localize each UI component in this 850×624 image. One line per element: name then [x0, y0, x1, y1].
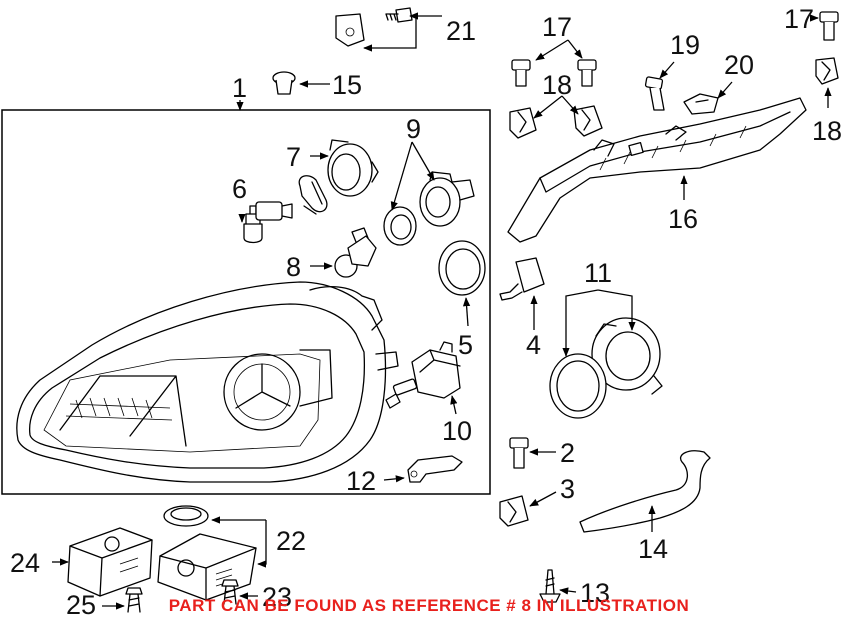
callout-2: 2 — [560, 438, 575, 468]
hose-14 — [579, 450, 711, 533]
callout-22: 22 — [276, 526, 306, 556]
callout-21: 21 — [446, 16, 476, 46]
callout-24: 24 — [10, 548, 40, 578]
mounting-bracket-16 — [507, 97, 807, 243]
bulb-6 — [243, 201, 293, 244]
callout-23: 23 — [262, 582, 292, 612]
callout-6: 6 — [232, 174, 247, 204]
callout-16: 16 — [668, 204, 698, 234]
seal-11 — [549, 353, 607, 419]
callout-4: 4 — [526, 330, 541, 360]
callout-18b: 18 — [812, 116, 842, 146]
screw-25 — [125, 587, 143, 613]
control-module-22 — [157, 533, 257, 601]
callout-8: 8 — [286, 252, 301, 282]
bolt-19 — [644, 76, 665, 111]
callout-3: 3 — [560, 474, 575, 504]
callout-13: 13 — [580, 578, 610, 608]
bulb-socket-9 — [419, 171, 475, 227]
gasket-9 — [383, 206, 417, 246]
callout-10: 10 — [442, 416, 472, 446]
callout-14: 14 — [638, 534, 668, 564]
headlight-assembly-frame — [1, 109, 491, 495]
bolt-2 — [509, 437, 529, 469]
seal-ring-22 — [163, 505, 209, 527]
callout-18a: 18 — [542, 70, 572, 100]
nut-3 — [499, 495, 529, 527]
callout-1: 1 — [232, 73, 247, 103]
reference-notice: PART CAN BE FOUND AS REFERENCE # 8 IN IL… — [168, 596, 690, 615]
callout-17a: 17 — [542, 12, 572, 42]
callout-7: 7 — [286, 142, 301, 172]
adapter-ring-11 — [591, 317, 663, 395]
callout-19: 19 — [670, 30, 700, 60]
clip-21 — [335, 13, 365, 47]
plug-15 — [272, 71, 296, 95]
callout-9: 9 — [406, 114, 421, 144]
spring-clip — [298, 175, 328, 215]
screw-21 — [385, 7, 413, 23]
screw-13 — [539, 569, 561, 603]
screw-23 — [221, 579, 239, 605]
nut-18c — [815, 57, 839, 85]
bolt-17b — [577, 59, 597, 87]
seal-5 — [438, 240, 486, 296]
bulb-8 — [334, 227, 377, 278]
callout-20: 20 — [724, 50, 754, 80]
nut-18b — [573, 105, 603, 137]
leveling-motor-10 — [385, 341, 461, 409]
retainer-ring-7 — [327, 139, 379, 197]
control-unit-24 — [67, 527, 153, 597]
callout-17b: 17 — [784, 4, 814, 34]
callout-15: 15 — [332, 70, 362, 100]
bulb-4 — [499, 257, 545, 301]
callout-5: 5 — [458, 330, 473, 360]
bolt-17a — [511, 59, 531, 87]
clip-20 — [683, 93, 719, 115]
callout-12: 12 — [346, 466, 376, 496]
bracket-12 — [407, 455, 463, 483]
bolt-17c — [819, 11, 839, 41]
nut-18a — [509, 107, 537, 139]
leader-lines — [52, 12, 832, 610]
callout-11: 11 — [584, 258, 612, 288]
callout-25: 25 — [66, 590, 96, 620]
headlight-housing — [16, 281, 399, 483]
